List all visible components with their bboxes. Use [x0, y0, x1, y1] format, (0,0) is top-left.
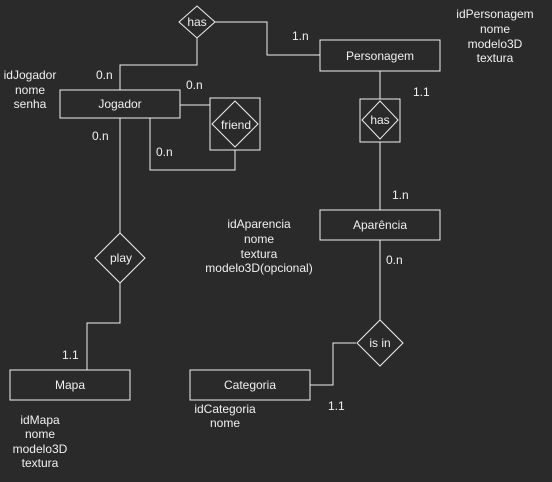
relationship-is-in-label: is in: [369, 336, 390, 350]
edge-jogador-has: [119, 38, 198, 90]
relationship-has-top[interactable]: has: [178, 5, 216, 39]
entity-personagem[interactable]: Personagem: [319, 39, 441, 72]
attributes-aparencia: idAparencia nome textura modelo3D(opcion…: [205, 217, 312, 275]
cardinality-categoria-isin: 1.1: [328, 399, 345, 413]
entity-mapa-label: Mapa: [55, 378, 85, 392]
cardinality-personagem-has: 1.1: [413, 85, 430, 99]
entity-mapa[interactable]: Mapa: [9, 369, 131, 401]
attribute-item: textura: [241, 247, 278, 261]
attributes-personagem: idPersonagem nome modelo3D textura: [456, 7, 533, 65]
cardinality-has-jogador: 0.n: [96, 68, 113, 82]
attribute-item: idJogador: [4, 68, 57, 82]
entity-jogador[interactable]: Jogador: [59, 89, 181, 119]
entity-aparencia-label: Aparência: [353, 218, 407, 232]
relationship-friend-label: friend: [221, 118, 251, 132]
cardinality-friend-bottom: 0.n: [156, 145, 173, 159]
cardinality-jogador-play: 0.n: [92, 129, 109, 143]
cardinality-aparencia-has: 1.n: [392, 188, 409, 202]
attribute-item: textura: [477, 51, 514, 65]
attribute-item: senha: [14, 97, 47, 111]
relationship-has-right-label: has: [370, 113, 389, 127]
attribute-item: nome: [480, 22, 510, 36]
relationship-play-label: play: [110, 251, 132, 265]
attribute-item: idAparencia: [227, 217, 291, 231]
relationship-has-top-label: has: [187, 15, 206, 29]
cardinalities: 1.n 0.n 0.n 0.n 0.n 1.1 1.1 1.n 0.n 1.1: [62, 29, 430, 413]
attribute-item: nome: [244, 232, 274, 246]
relationship-has-right[interactable]: has: [359, 98, 401, 143]
edge-jogador-friend-bottom: [149, 118, 236, 171]
attributes-categoria: idCategoria nome: [194, 402, 256, 430]
entity-jogador-label: Jogador: [98, 97, 141, 111]
relationship-friend[interactable]: friend: [209, 97, 261, 151]
edges: [86, 21, 381, 386]
attribute-item: modelo3D(opcional): [205, 261, 312, 275]
edge-isin-categoria: [310, 342, 356, 386]
cardinality-mapa-play: 1.1: [62, 348, 79, 362]
attributes-jogador: idJogador nome senha: [4, 68, 57, 111]
attribute-item: idCategoria: [194, 402, 256, 416]
relationship-is-in[interactable]: is in: [356, 319, 404, 367]
cardinality-has-personagem: 1.n: [292, 29, 309, 43]
edge-play-mapa: [86, 283, 121, 370]
attribute-item: idMapa: [20, 413, 60, 427]
attribute-item: nome: [210, 416, 240, 430]
attribute-item: nome: [15, 83, 45, 97]
attribute-item: idPersonagem: [456, 7, 533, 21]
entity-categoria[interactable]: Categoria: [189, 369, 311, 401]
attribute-item: modelo3D: [468, 37, 523, 51]
relationship-play[interactable]: play: [94, 232, 146, 284]
entity-aparencia[interactable]: Aparência: [319, 209, 441, 241]
entity-categoria-label: Categoria: [224, 378, 276, 392]
entity-personagem-label: Personagem: [346, 49, 414, 63]
cardinality-aparencia-isin: 0.n: [386, 253, 403, 267]
attributes-mapa: idMapa nome modelo3D textura: [13, 413, 68, 470]
cardinality-friend-top: 0.n: [186, 78, 203, 92]
attribute-item: textura: [22, 456, 59, 470]
attribute-item: nome: [25, 427, 55, 441]
edge-has-personagem: [212, 21, 320, 56]
attribute-item: modelo3D: [13, 442, 68, 456]
